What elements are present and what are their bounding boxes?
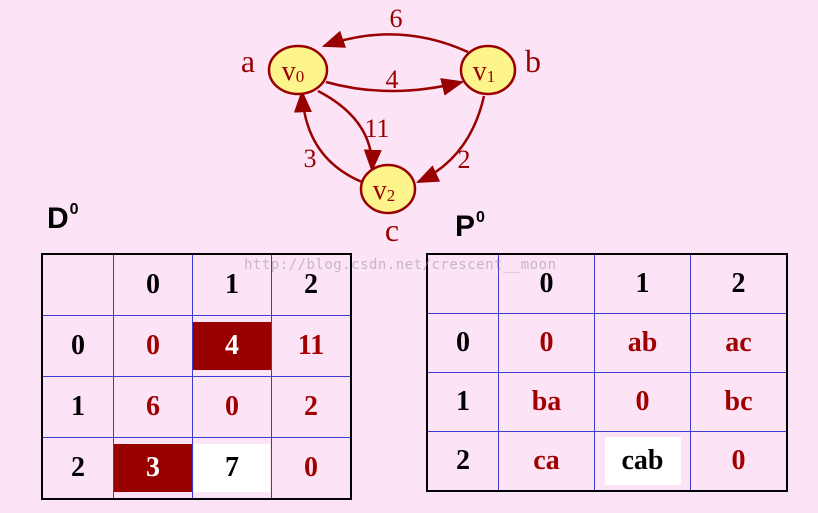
p-row-header: 0 <box>426 313 499 373</box>
d-row-2: 2 3 7 0 <box>41 437 352 500</box>
p-row-header: 2 <box>426 431 499 492</box>
node-letter-c: c <box>385 212 399 248</box>
p-row-1: 1 ba 0 bc <box>426 372 788 432</box>
p-row-header: 1 <box>426 372 499 432</box>
p-header-row: 0 1 2 <box>426 253 788 314</box>
p-row-0: 0 0 ab ac <box>426 313 788 373</box>
node-v1: v1 <box>459 44 517 96</box>
d-cell-2-2: 0 <box>271 437 352 500</box>
d-row-header: 0 <box>41 315 114 377</box>
node-v2: v2 <box>359 163 417 215</box>
d-matrix-title: D0 <box>47 202 79 234</box>
d-row-1: 1 6 0 2 <box>41 376 352 438</box>
edge-v1-v2 <box>415 95 486 184</box>
d-header-row: 0 1 2 <box>41 253 352 316</box>
p-cell-1-0: ba <box>498 372 595 432</box>
d-cell-1-2: 2 <box>271 376 352 438</box>
d-cell-1-1: 0 <box>192 376 272 438</box>
p-cell-2-0: ca <box>498 431 595 492</box>
p-cell-2-1-highlight: cab <box>604 437 681 485</box>
d-col-header: 0 <box>113 253 193 316</box>
d-col-header: 2 <box>271 253 352 316</box>
p-col-header: 2 <box>690 253 788 314</box>
p-title-superscript: 0 <box>476 209 485 226</box>
edge-weight-3: 3 <box>304 144 317 173</box>
svg-text:v0: v0 <box>282 56 305 87</box>
edge-weight-11: 11 <box>364 114 389 143</box>
d-cell-1-0: 6 <box>113 376 193 438</box>
p-cell-0-0: 0 <box>498 313 595 373</box>
p-row-2: 2 ca cab 0 <box>426 431 788 492</box>
svg-text:v2: v2 <box>373 175 396 206</box>
p-cell-0-1: ab <box>594 313 691 373</box>
d-col-header: 1 <box>192 253 272 316</box>
p-title-letter: P <box>455 210 476 243</box>
edge-weight-2: 2 <box>458 145 471 174</box>
edge-weight-4: 4 <box>386 65 399 94</box>
p-cell-2-1: cab <box>594 431 691 492</box>
d-row-header: 1 <box>41 376 114 438</box>
edge-v0-v1 <box>325 78 465 96</box>
edge-v2-v0 <box>293 89 363 184</box>
p-corner-cell <box>426 253 499 314</box>
p-matrix-title: P0 <box>455 210 485 242</box>
p-cell-1-1: 0 <box>594 372 691 432</box>
edge-v0-v2 <box>317 89 382 173</box>
node-v0: v0 <box>267 44 329 96</box>
p-matrix-table: 0 1 2 0 0 ab ac 1 ba 0 bc 2 ca cab 0 <box>426 253 788 492</box>
p-cell-0-2: ac <box>690 313 788 373</box>
d-title-letter: D <box>47 202 69 235</box>
svg-text:v1: v1 <box>473 56 496 87</box>
p-cell-2-2: 0 <box>690 431 788 492</box>
d-cell-2-0-highlight: 3 <box>114 444 192 492</box>
d-cell-2-0: 3 <box>113 437 193 500</box>
d-cell-0-0: 0 <box>113 315 193 377</box>
d-row-0: 0 0 4 11 <box>41 315 352 377</box>
d-cell-0-2: 11 <box>271 315 352 377</box>
d-cell-2-1: 7 <box>192 437 272 500</box>
edge-v1-v0 <box>321 30 469 54</box>
edge-weight-6: 6 <box>390 4 403 33</box>
d-title-superscript: 0 <box>69 201 79 218</box>
d-row-header: 2 <box>41 437 114 500</box>
graph-diagram: 6 4 11 3 2 v0 a v1 b v2 c <box>241 4 541 248</box>
d-matrix-table: 0 1 2 0 0 4 11 1 6 0 2 2 3 7 0 <box>41 253 352 500</box>
p-cell-1-2: bc <box>690 372 788 432</box>
node-letter-a: a <box>241 43 255 79</box>
p-col-header: 0 <box>498 253 595 314</box>
d-cell-2-1-highlight: 7 <box>194 444 270 492</box>
d-cell-0-1: 4 <box>192 315 272 377</box>
node-letter-b: b <box>525 43 541 79</box>
d-cell-0-1-highlight: 4 <box>193 322 271 370</box>
d-corner-cell <box>41 253 114 316</box>
p-col-header: 1 <box>594 253 691 314</box>
